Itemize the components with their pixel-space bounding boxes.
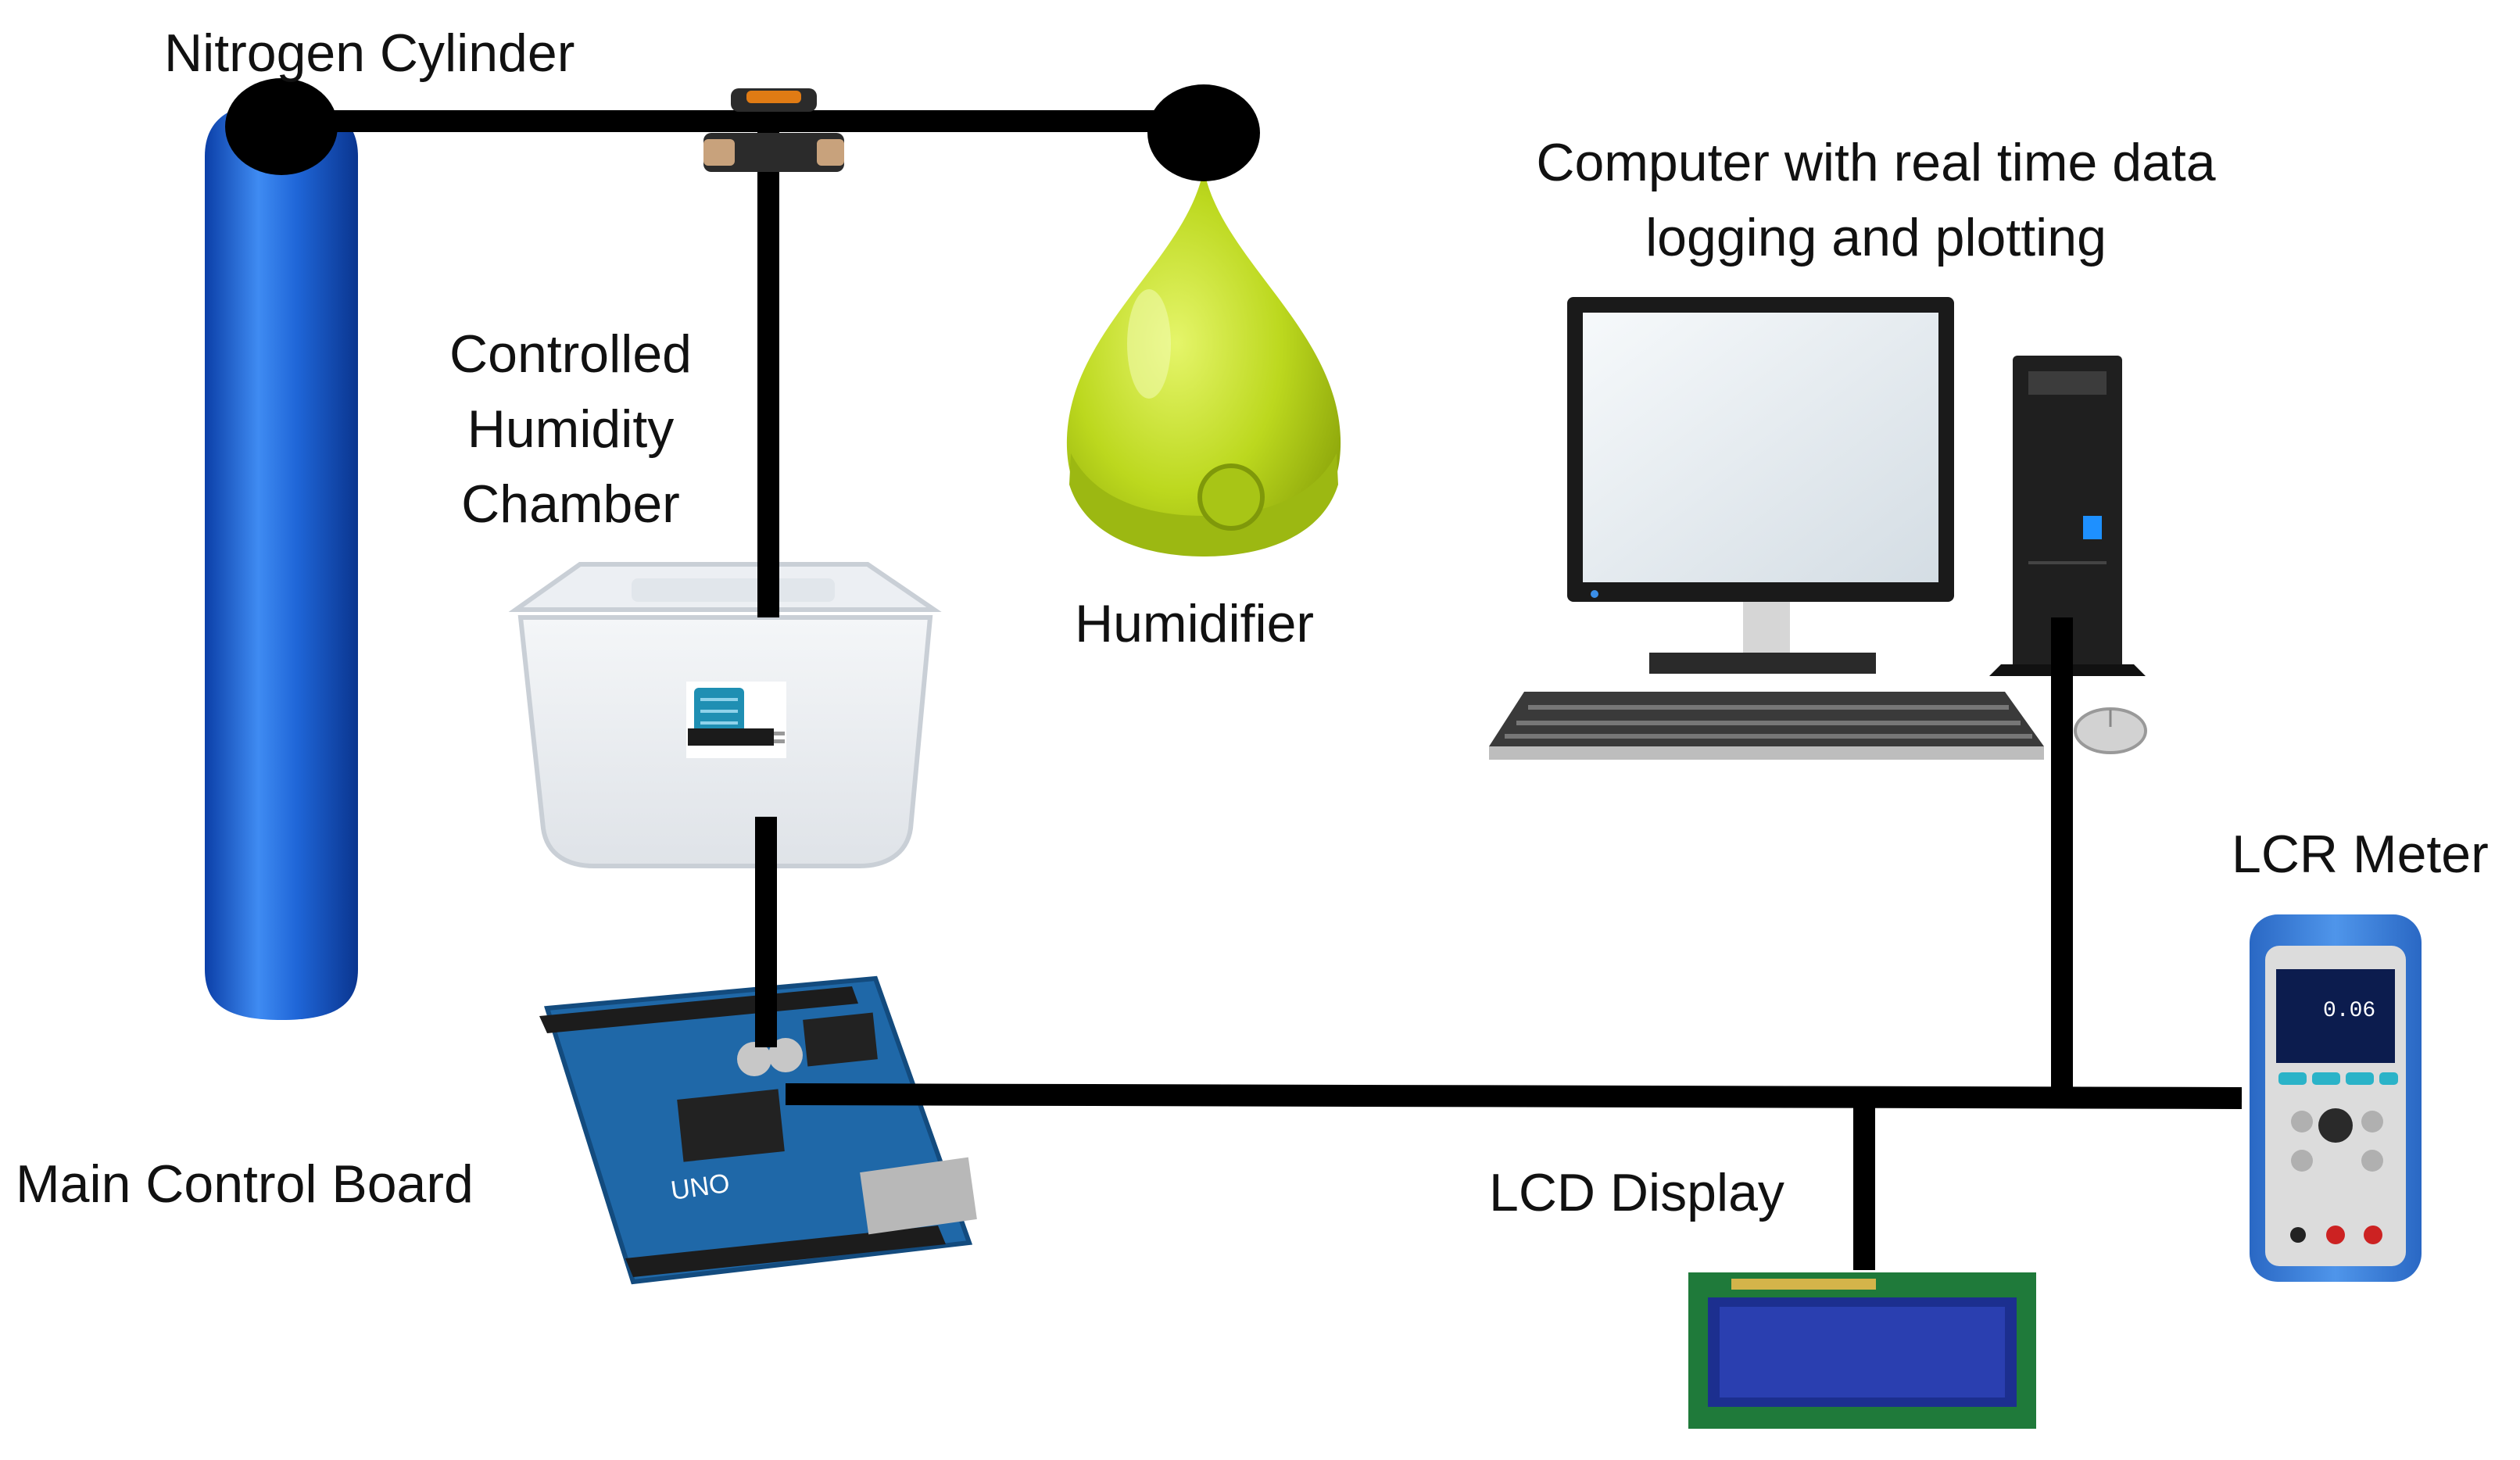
tee-connector-icon [703, 88, 844, 172]
keyboard-icon [1489, 692, 2044, 760]
label-computer-line-2: logging and plotting [1645, 208, 2107, 267]
cylinder-valve-icon [225, 78, 338, 175]
label-lcd-display: LCD Display [1489, 1163, 1784, 1222]
lcr-meter-reading: 0.06 [2323, 999, 2375, 1023]
arduino-board-icon: UNO [539, 975, 977, 1285]
label-chamber-line-1: Controlled [449, 324, 692, 384]
mouse-icon [2074, 707, 2147, 754]
humidity-sensor-icon [686, 682, 786, 758]
connection-lines [281, 110, 2243, 1270]
computer-monitor-icon [1567, 297, 1954, 674]
label-computer: Computer with real time data logging and… [1438, 125, 2314, 275]
label-controlled-humidity-chamber: Controlled Humidity Chamber [399, 317, 743, 542]
line-board-to-lcr [785, 1083, 2243, 1109]
label-computer-line-1: Computer with real time data [1536, 133, 2216, 192]
humidifier-icon [1066, 168, 1341, 556]
label-main-control-board: Main Control Board [16, 1154, 474, 1214]
label-chamber-line-2: Humidity [467, 399, 675, 459]
label-nitrogen-cylinder: Nitrogen Cylinder [164, 23, 575, 83]
lcr-meter-icon: 0.06 [2250, 914, 2422, 1282]
nitrogen-cylinder-icon [205, 98, 358, 1020]
label-humidifier: Humidifier [1075, 594, 1315, 653]
humidifier-nozzle-icon [1147, 84, 1260, 181]
lcd-display-icon [1688, 1272, 2036, 1429]
label-chamber-line-3: Chamber [461, 474, 680, 534]
label-lcr-meter: LCR Meter [2232, 825, 2489, 884]
